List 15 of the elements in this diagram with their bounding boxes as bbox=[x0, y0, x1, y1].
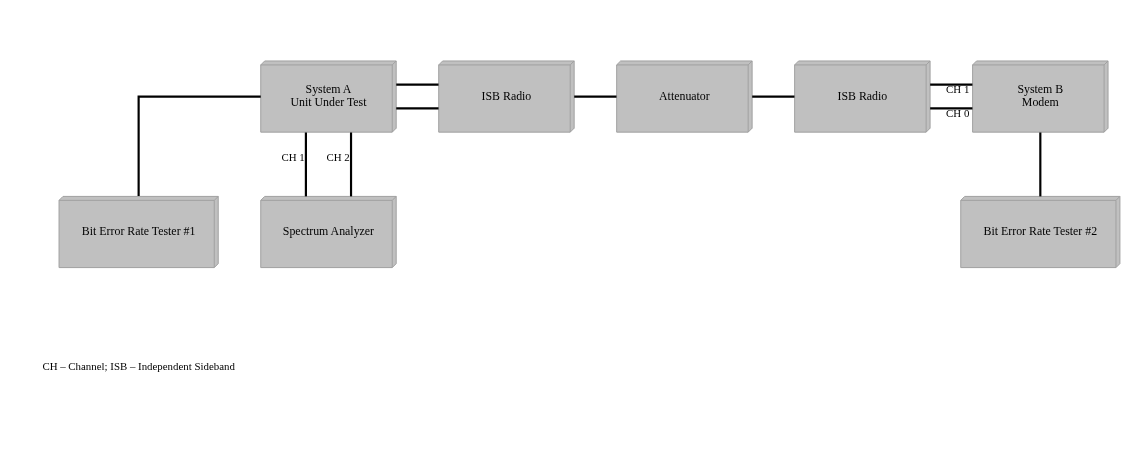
connector bbox=[930, 83, 973, 86]
label: CH – Channel; ISB – Independent Sideband bbox=[42, 359, 235, 372]
connector bbox=[752, 94, 795, 98]
edge-label: CH 2 bbox=[326, 150, 350, 163]
connector bbox=[574, 94, 617, 98]
connector bbox=[304, 132, 307, 196]
edge-label: CH 0 bbox=[946, 106, 970, 119]
connector bbox=[349, 132, 353, 196]
connector bbox=[396, 106, 439, 109]
edge-label: CH 1 bbox=[281, 150, 305, 163]
edge-label: CH 1 bbox=[946, 82, 970, 95]
connector bbox=[930, 106, 973, 109]
connector bbox=[137, 94, 261, 196]
connector bbox=[1039, 132, 1042, 196]
connector bbox=[396, 83, 439, 86]
